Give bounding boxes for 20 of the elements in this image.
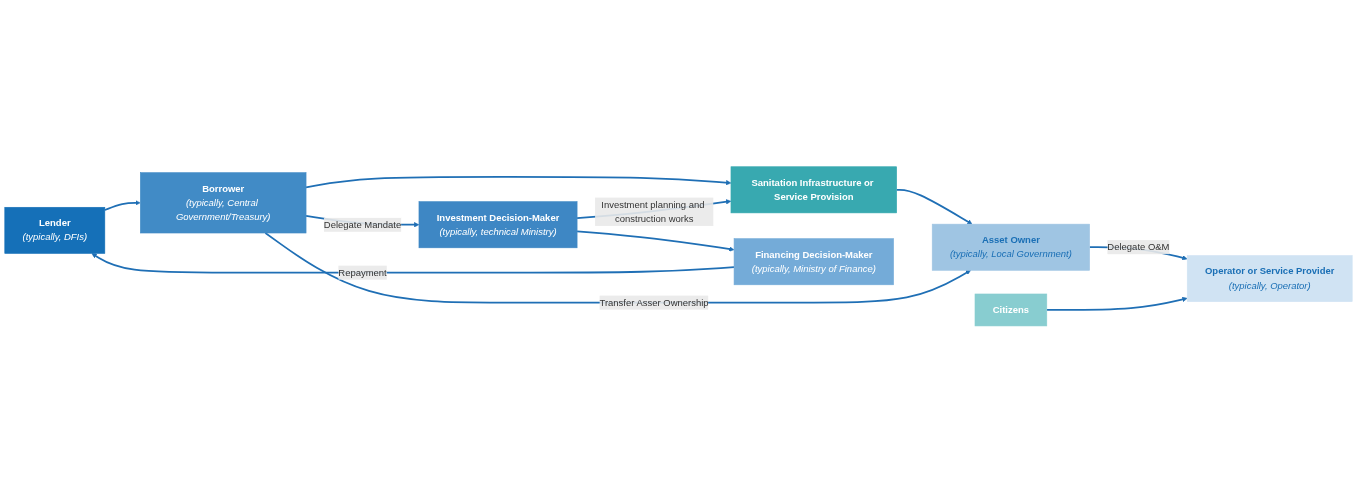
node-box: Operator or Service Provider (typically, Operator) <box>1186 255 1353 303</box>
arrow <box>576 230 735 252</box>
edge-label: Transfer Asser Ownership <box>599 297 709 308</box>
edge-label: Repayment <box>338 267 387 278</box>
node-box: Borrower (typically, Central Government/Treasury) <box>140 172 307 234</box>
arrow <box>264 232 971 304</box>
edge-label: Delegate O&M <box>1107 242 1170 253</box>
node-box: Investment Decision-Maker (typically, technical Ministry) <box>418 201 578 249</box>
arrow <box>895 189 973 225</box>
arrow <box>103 200 141 212</box>
node-box: Sanitation Infrastructure or Service Provision <box>730 166 897 214</box>
arrow <box>91 253 735 274</box>
edge-label: Investment planning and construction works <box>601 199 705 224</box>
node-box: Financing Decision-Maker (typically, Ministry of Finance) <box>733 238 894 286</box>
node-box: Lender (typically, DFIs) <box>4 207 106 254</box>
edge-label: Delegate Mandate <box>323 219 402 230</box>
arrow <box>1045 297 1188 311</box>
node-box: Asset Owner (typically, Local Government) <box>931 224 1090 271</box>
arrow <box>305 176 732 189</box>
node-box: Citizens <box>974 293 1048 327</box>
